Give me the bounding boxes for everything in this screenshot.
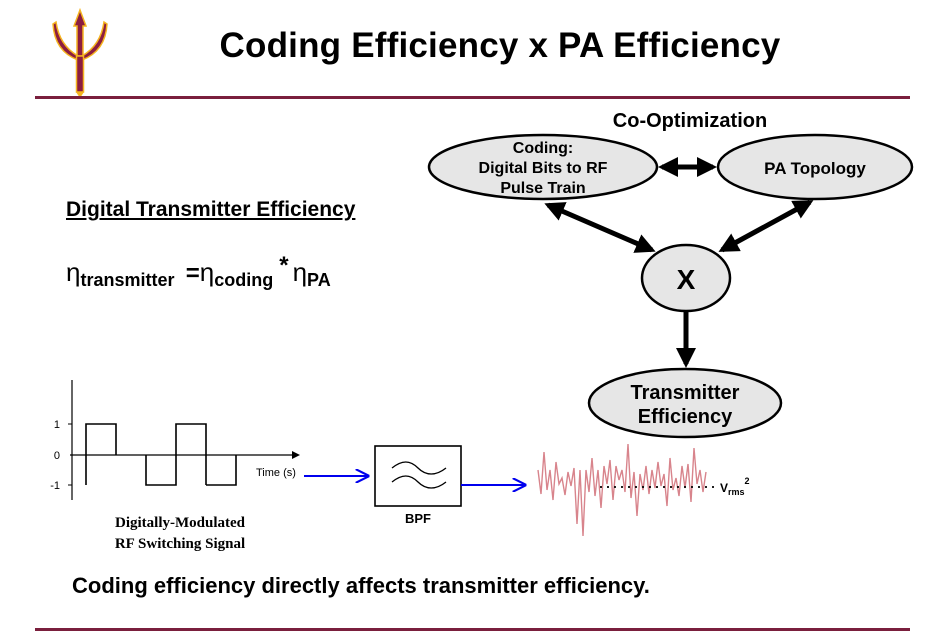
multiply-label: X	[677, 264, 696, 295]
caption-line-1: Digitally-Modulated	[115, 515, 245, 531]
vrms-superscript: 2	[745, 476, 750, 486]
bpf-block: BPF	[374, 445, 525, 526]
eta-symbol: η	[292, 257, 308, 287]
coding-x-arrow	[544, 202, 656, 253]
conclusion-text: Coding efficiency directly affects trans…	[72, 573, 650, 598]
pitchfork-logo	[52, 8, 108, 98]
transmitter-efficiency-node: Transmitter Efficiency	[587, 367, 783, 439]
tick-0: 0	[54, 450, 60, 462]
x-axis-arrowhead	[292, 451, 300, 459]
switching-signal-caption: Digitally-Modulated RF Switching Signal	[95, 513, 265, 555]
multiply-sign: *	[279, 252, 289, 279]
pitchfork-icon	[52, 8, 108, 98]
eta-symbol: η	[66, 257, 81, 287]
square-wave-trace	[85, 423, 237, 486]
filter-icon	[391, 461, 447, 489]
coding-node-line-2: Digital Bits to RF	[479, 160, 608, 177]
output-waveform: Vrms2	[537, 443, 750, 537]
bpf-label: BPF	[405, 511, 431, 526]
output-node-line-1: Transmitter	[631, 382, 740, 404]
pa-subscript: PA	[307, 270, 331, 290]
coding-subscript: coding	[214, 270, 274, 290]
square-wave-plot: 1 0 -1 Time (s)	[50, 380, 368, 500]
pa-topology-label: PA Topology	[764, 159, 866, 178]
tick-1: 1	[54, 419, 60, 431]
efficiency-heading: Digital Transmitter Efficiency	[66, 198, 356, 221]
equals-sign: =	[185, 260, 200, 287]
pa-topology-node: PA Topology	[716, 133, 914, 201]
caption-line-2: RF Switching Signal	[114, 536, 246, 552]
coding-node-line-3: Pulse Train	[500, 180, 585, 197]
eta-symbol: η	[199, 257, 215, 287]
slide-title: Coding Efficiency x PA Efficiency	[219, 26, 781, 65]
coding-node-line-1: Coding:	[513, 140, 573, 157]
transmitter-subscript: transmitter	[80, 270, 175, 290]
pa-x-arrow	[718, 199, 814, 253]
coding-node: Coding: Digital Bits to RF Pulse Train	[427, 133, 659, 201]
top-divider	[35, 96, 910, 99]
tick-minus-1: -1	[50, 480, 60, 492]
co-optimization-title: Co-Optimization	[613, 110, 767, 132]
vrms-subscript: rms	[728, 487, 745, 497]
bottom-divider	[35, 628, 910, 631]
vrms-label: Vrms2	[720, 476, 750, 497]
time-axis-label: Time (s)	[256, 467, 296, 479]
multiply-node: X	[640, 243, 732, 313]
vrms-v: V	[720, 481, 728, 495]
efficiency-formula: ηtransmitter =ηcoding*ηPA	[66, 252, 331, 291]
output-node-line-2: Efficiency	[638, 406, 733, 428]
